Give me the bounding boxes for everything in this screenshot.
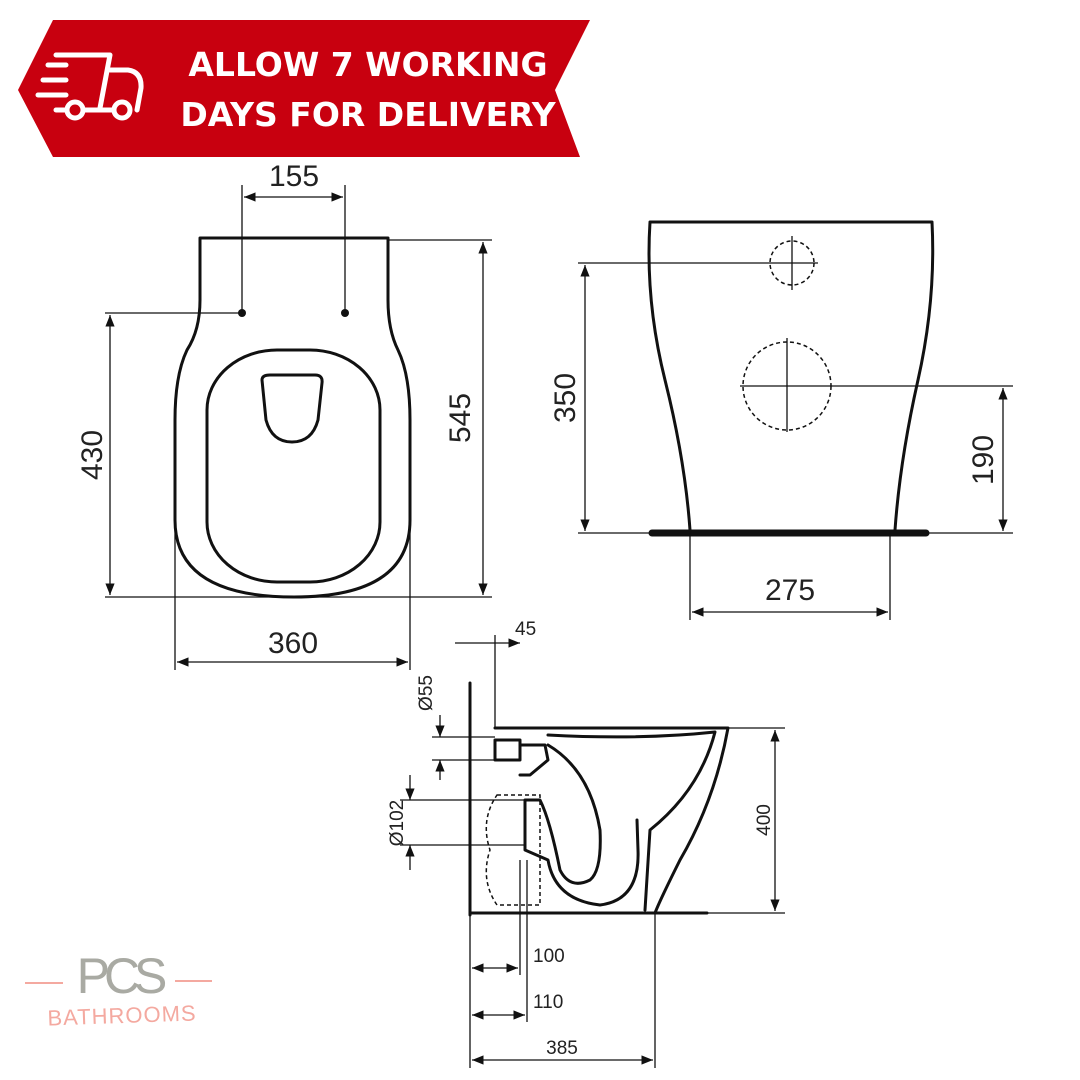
dim-depth: 385 xyxy=(546,1038,578,1059)
delivery-banner: ALLOW 7 WORKING DAYS FOR DELIVERY xyxy=(18,20,590,157)
side-view: 45 Ø55 Ø102 400 100 110 385 xyxy=(387,619,785,1068)
dim-outlet-diameter: Ø102 xyxy=(387,800,408,846)
delivery-truck-icon xyxy=(35,52,144,121)
dim-height: 400 xyxy=(754,804,775,836)
front-view: 350 190 275 xyxy=(549,220,1013,620)
banner-line-2: DAYS FOR DELIVERY xyxy=(180,95,556,134)
dim-overall-length: 545 xyxy=(444,393,477,443)
dim-base-width: 275 xyxy=(765,574,815,607)
dim-fixing-length: 430 xyxy=(76,430,109,480)
dim-outlet-distance-1: 100 xyxy=(533,946,565,967)
dim-lower-inlet-height: 190 xyxy=(967,435,1000,485)
dim-outlet-distance-2: 110 xyxy=(533,992,563,1013)
dim-inlet-diameter: Ø55 xyxy=(416,675,437,711)
pcs-bathrooms-logo: PCS BATHROOMS xyxy=(25,948,212,1031)
logo-mark: PCS xyxy=(77,948,166,1004)
dim-width: 360 xyxy=(268,627,318,660)
dim-hole-spacing: 155 xyxy=(269,160,319,193)
top-view: 155 545 430 360 xyxy=(76,160,492,670)
banner-line-1: ALLOW 7 WORKING xyxy=(188,45,547,84)
dim-inlet-offset: 45 xyxy=(515,619,536,640)
dim-upper-inlet-height: 350 xyxy=(549,373,582,423)
logo-name: BATHROOMS xyxy=(47,1000,197,1030)
